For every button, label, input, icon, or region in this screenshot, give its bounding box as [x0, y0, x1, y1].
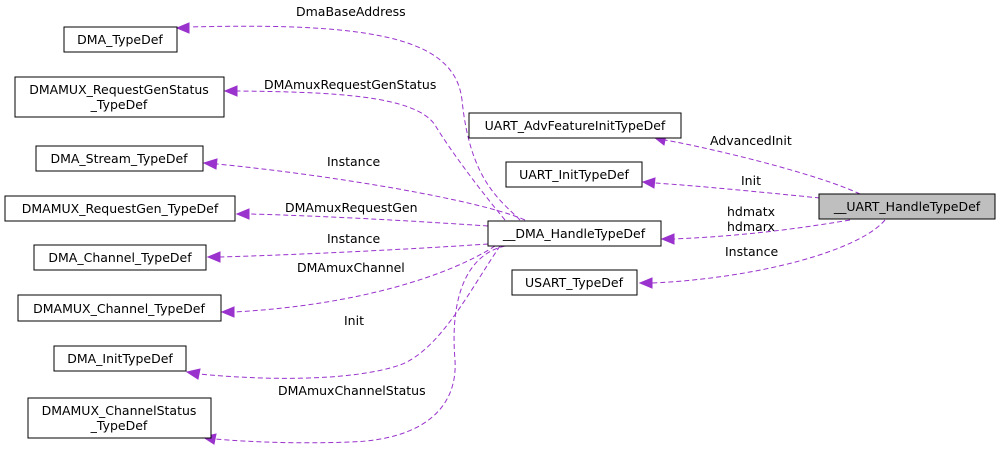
node-label: DMAMUX_RequestGen_TypeDef: [22, 201, 219, 216]
edge-label-dma-channel-instance: Instance: [327, 231, 380, 246]
edge-label-hdmarx: hdmarx: [727, 219, 775, 234]
node-dmamux-reqgen[interactable]: DMAMUX_RequestGen_TypeDef: [4, 195, 236, 222]
node-label: DMA_Channel_TypeDef: [48, 250, 192, 265]
node-label: DMA_InitTypeDef: [67, 351, 173, 366]
edge-dma-channel-instance: [206, 243, 489, 263]
edge-dmamux-channel-status: [201, 245, 506, 445]
node-dma-init[interactable]: DMA_InitTypeDef: [53, 345, 187, 372]
edge-dmamux-reqgen: [235, 208, 489, 227]
node-label: UART_AdvFeatureInitTypeDef: [485, 118, 666, 133]
node-label: __UART_HandleTypeDef: [833, 199, 981, 214]
edge-label-advanced-init: AdvancedInit: [710, 133, 792, 148]
edge-hdma: [660, 219, 851, 245]
node-label-line-1: DMAMUX_ChannelStatus: [42, 403, 197, 418]
node-label: USART_TypeDef: [525, 275, 624, 290]
edge-label-usart-instance: Instance: [725, 244, 778, 259]
node-uart-handle[interactable]: __UART_HandleTypeDef: [818, 193, 996, 220]
node-label: __DMA_HandleTypeDef: [502, 226, 646, 241]
node-label: DMA_TypeDef: [77, 32, 163, 47]
edge-dma-init: [185, 245, 501, 380]
edge-uart-init: [641, 177, 821, 199]
edge-label-uart-init: Init: [741, 173, 761, 188]
node-uart-adv-feature-init[interactable]: UART_AdvFeatureInitTypeDef: [468, 112, 682, 139]
node-dmamux-reqgen-status[interactable]: DMAMUX_RequestGenStatus _TypeDef: [14, 76, 225, 118]
edge-dmamux-reqgen-status: [223, 85, 506, 221]
edge-label-dmamux-channel-status: DMAmuxChannelStatus: [278, 383, 426, 398]
edge-usart-instance: [638, 219, 886, 289]
node-dma-typedef[interactable]: DMA_TypeDef: [63, 26, 178, 53]
edge-label-dma-init: Init: [344, 313, 364, 328]
edge-dma-stream-instance: [202, 158, 526, 221]
node-label-line-2: _TypeDef: [90, 418, 148, 433]
node-dma-channel[interactable]: DMA_Channel_TypeDef: [33, 244, 207, 271]
edge-dmamux-channel: [220, 245, 496, 318]
node-dmamux-channel-status[interactable]: DMAMUX_ChannelStatus _TypeDef: [27, 397, 212, 439]
edge-label-dmamux-channel: DMAmuxChannel: [297, 260, 405, 275]
edge-dma-base-address: [175, 22, 521, 221]
edge-label-dma-stream-instance: Instance: [327, 154, 380, 169]
edge-label-dmamux-reqgen: DMAmuxRequestGen: [285, 200, 418, 215]
edge-label-dma-base-address: DmaBaseAddress: [296, 4, 406, 19]
node-dma-handle[interactable]: __DMA_HandleTypeDef: [487, 220, 662, 247]
edge-label-hdmatx: hdmatx: [727, 204, 775, 219]
node-label: DMA_Stream_TypeDef: [50, 151, 188, 166]
node-dma-stream[interactable]: DMA_Stream_TypeDef: [35, 145, 204, 172]
node-label-line-1: DMAMUX_RequestGenStatus: [29, 82, 209, 97]
node-label-line-2: _TypeDef: [90, 97, 148, 112]
node-usart-typedef[interactable]: USART_TypeDef: [511, 269, 638, 296]
node-uart-init[interactable]: UART_InitTypeDef: [505, 161, 643, 188]
edge-label-dmamux-reqgen-status: DMAmuxRequestGenStatus: [264, 77, 436, 92]
node-label: UART_InitTypeDef: [519, 167, 629, 182]
node-dmamux-channel[interactable]: DMAMUX_Channel_TypeDef: [17, 294, 222, 322]
node-label: DMAMUX_Channel_TypeDef: [33, 301, 205, 316]
